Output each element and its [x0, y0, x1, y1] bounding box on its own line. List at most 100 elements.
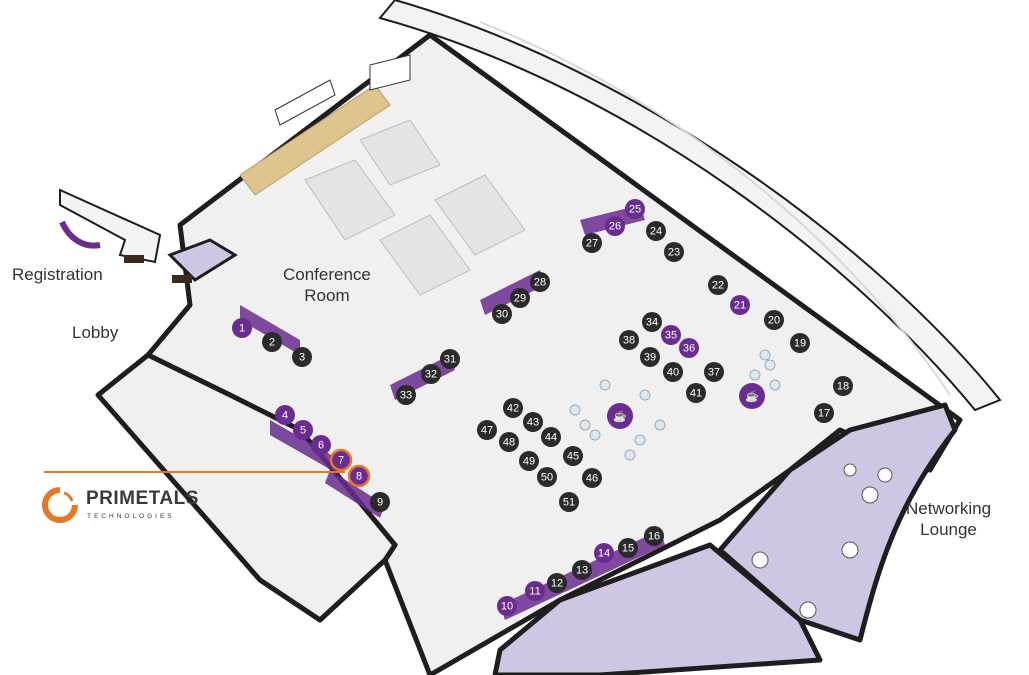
booth-19[interactable]: 19 — [790, 333, 810, 353]
booth-51[interactable]: 51 — [559, 492, 579, 512]
booth-9[interactable]: 9 — [370, 492, 390, 512]
booth-19-marker[interactable] — [790, 333, 810, 353]
booth-25[interactable]: 25 — [625, 199, 645, 219]
booth-49[interactable]: 49 — [519, 451, 539, 471]
booth-47-marker[interactable] — [477, 420, 497, 440]
booth-35-marker[interactable] — [661, 325, 681, 345]
booth-20-marker[interactable] — [764, 310, 784, 330]
booth-49-marker[interactable] — [519, 451, 539, 471]
booth-25-marker[interactable] — [625, 199, 645, 219]
booth-33-marker[interactable] — [396, 385, 416, 405]
booth-27-marker[interactable] — [582, 233, 602, 253]
booth-50-marker[interactable] — [537, 467, 557, 487]
booth-11-marker[interactable] — [525, 581, 545, 601]
booth-12-marker[interactable] — [547, 573, 567, 593]
booth-6[interactable]: 6 — [311, 435, 331, 455]
booth-32-marker[interactable] — [421, 364, 441, 384]
booth-47[interactable]: 47 — [477, 420, 497, 440]
booth-30-marker[interactable] — [492, 304, 512, 324]
booth-17-marker[interactable] — [814, 403, 834, 423]
booth-44-marker[interactable] — [541, 427, 561, 447]
booth-26-marker[interactable] — [605, 216, 625, 236]
booth-38[interactable]: 38 — [619, 330, 639, 350]
booth-4-marker[interactable] — [275, 405, 295, 425]
booth-5[interactable]: 5 — [293, 420, 313, 440]
booth-16-marker[interactable] — [644, 526, 664, 546]
booth-42[interactable]: 42 — [503, 398, 523, 418]
booth-13[interactable]: 13 — [572, 560, 592, 580]
booth-43[interactable]: 43 — [523, 412, 543, 432]
booth-26[interactable]: 26 — [605, 216, 625, 236]
booth-16[interactable]: 16 — [644, 526, 664, 546]
booth-36[interactable]: 36 — [679, 338, 699, 358]
booth-4[interactable]: 4 — [275, 405, 295, 425]
booth-46[interactable]: 46 — [582, 468, 602, 488]
booth-15-marker[interactable] — [618, 538, 638, 558]
booth-34[interactable]: 34 — [642, 312, 662, 332]
booth-28-marker[interactable] — [530, 272, 550, 292]
booth-7-marker[interactable] — [329, 448, 353, 472]
booth-39[interactable]: 39 — [640, 347, 660, 367]
booth-23[interactable]: 23 — [664, 242, 684, 262]
booth-41[interactable]: 41 — [686, 383, 706, 403]
booth-39-marker[interactable] — [640, 347, 660, 367]
booth-24[interactable]: 24 — [646, 221, 666, 241]
booth-43-marker[interactable] — [523, 412, 543, 432]
booth-23-marker[interactable] — [664, 242, 684, 262]
booth-46-marker[interactable] — [582, 468, 602, 488]
booth-15[interactable]: 15 — [618, 538, 638, 558]
booth-14-marker[interactable] — [594, 543, 614, 563]
booth-21[interactable]: 21 — [730, 295, 750, 315]
booth-32[interactable]: 32 — [421, 364, 441, 384]
booth-6-marker[interactable] — [311, 435, 331, 455]
booth-40-marker[interactable] — [663, 362, 683, 382]
booth-37-marker[interactable] — [704, 362, 724, 382]
booth-12[interactable]: 12 — [547, 573, 567, 593]
booth-3-marker[interactable] — [292, 347, 312, 367]
booth-2-marker[interactable] — [262, 332, 282, 352]
booth-14[interactable]: 14 — [594, 543, 614, 563]
booth-21-marker[interactable] — [730, 295, 750, 315]
booth-1[interactable]: 1 — [232, 318, 252, 338]
booth-18[interactable]: 18 — [833, 376, 853, 396]
booth-11[interactable]: 11 — [525, 581, 545, 601]
booth-45[interactable]: 45 — [563, 446, 583, 466]
booth-8[interactable]: 8 — [347, 464, 371, 488]
booth-50[interactable]: 50 — [537, 467, 557, 487]
booth-31-marker[interactable] — [440, 349, 460, 369]
booth-41-marker[interactable] — [686, 383, 706, 403]
booth-18-marker[interactable] — [833, 376, 853, 396]
booth-2[interactable]: 2 — [262, 332, 282, 352]
booth-9-marker[interactable] — [370, 492, 390, 512]
booth-29-marker[interactable] — [510, 288, 530, 308]
booth-17[interactable]: 17 — [814, 403, 834, 423]
booth-38-marker[interactable] — [619, 330, 639, 350]
booth-34-marker[interactable] — [642, 312, 662, 332]
booth-3[interactable]: 3 — [292, 347, 312, 367]
booth-35[interactable]: 35 — [661, 325, 681, 345]
booth-29[interactable]: 29 — [510, 288, 530, 308]
booth-5-marker[interactable] — [293, 420, 313, 440]
booth-48-marker[interactable] — [499, 432, 519, 452]
booth-48[interactable]: 48 — [499, 432, 519, 452]
booth-45-marker[interactable] — [563, 446, 583, 466]
booth-36-marker[interactable] — [679, 338, 699, 358]
booth-20[interactable]: 20 — [764, 310, 784, 330]
booth-24-marker[interactable] — [646, 221, 666, 241]
booth-44[interactable]: 44 — [541, 427, 561, 447]
booth-51-marker[interactable] — [559, 492, 579, 512]
booth-13-marker[interactable] — [572, 560, 592, 580]
booth-33[interactable]: 33 — [396, 385, 416, 405]
booth-10[interactable]: 10 — [497, 596, 517, 616]
booth-10-marker[interactable] — [497, 596, 517, 616]
booth-22-marker[interactable] — [708, 275, 728, 295]
booth-27[interactable]: 27 — [582, 233, 602, 253]
booth-30[interactable]: 30 — [492, 304, 512, 324]
booth-42-marker[interactable] — [503, 398, 523, 418]
booth-1-marker[interactable] — [232, 318, 252, 338]
booth-7[interactable]: 7 — [329, 448, 353, 472]
booth-31[interactable]: 31 — [440, 349, 460, 369]
booth-22[interactable]: 22 — [708, 275, 728, 295]
booth-8-marker[interactable] — [347, 464, 371, 488]
booth-40[interactable]: 40 — [663, 362, 683, 382]
